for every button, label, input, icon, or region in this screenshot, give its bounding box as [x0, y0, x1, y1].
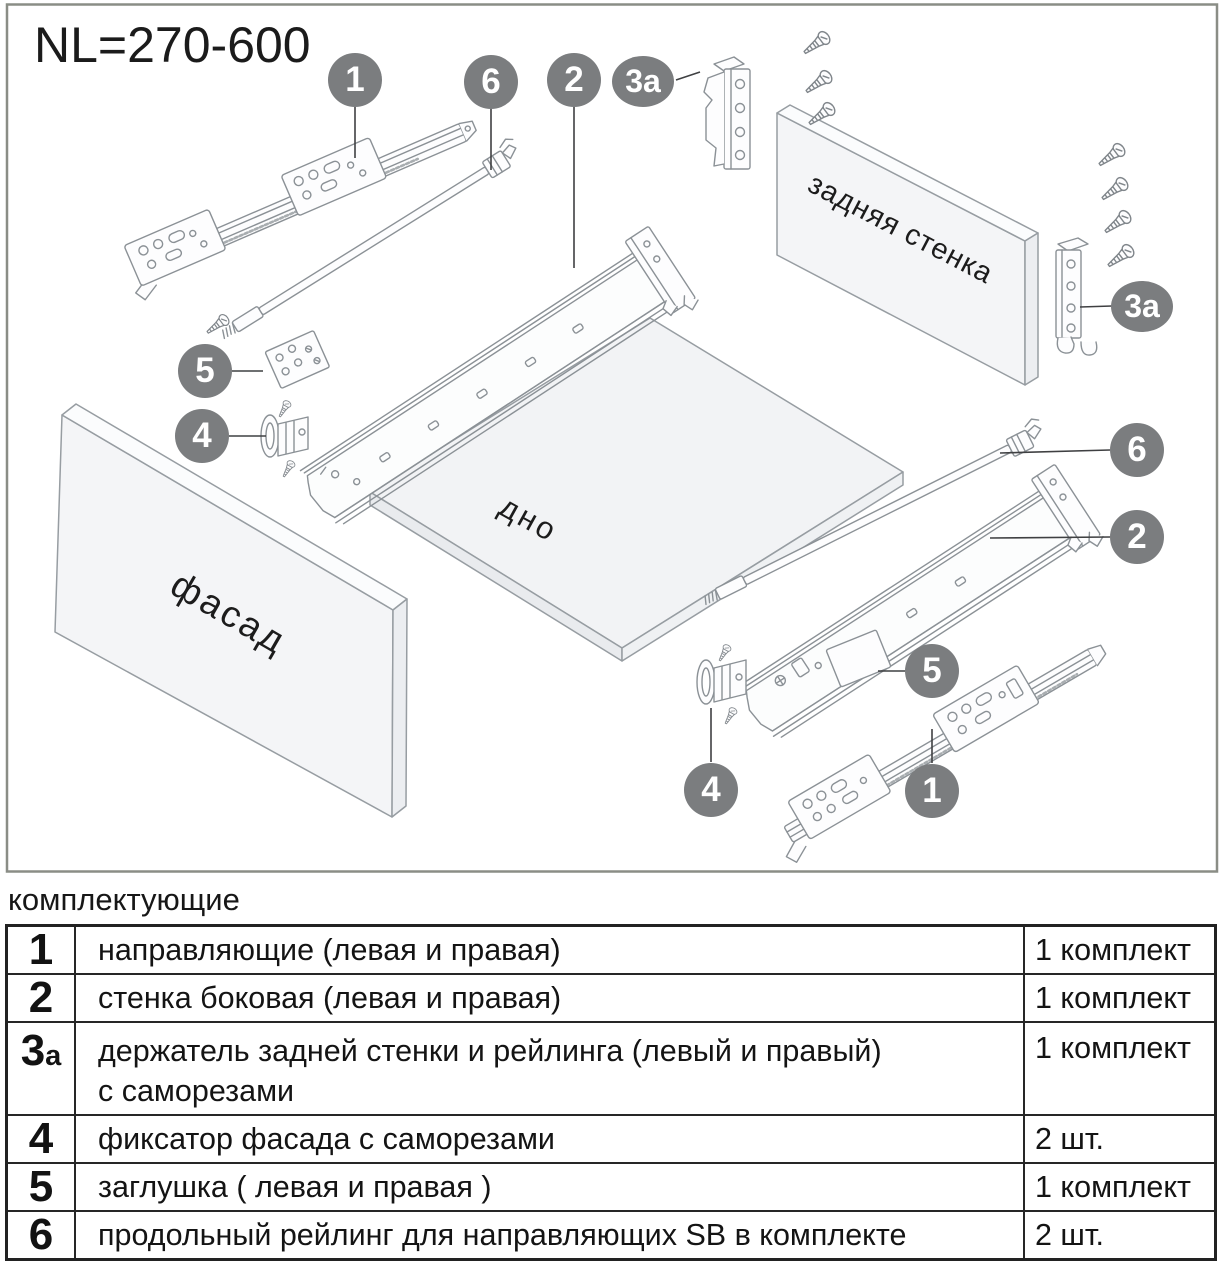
back-wall-panel: задняя стенка — [776, 104, 1039, 386]
table-row: 5 заглушка ( левая и правая ) 1 комплект — [5, 1162, 1217, 1212]
callout-5-left: 5 — [178, 344, 232, 398]
part-desc-cell: держатель задней стенки и рейлинга (левы… — [74, 1021, 1025, 1116]
table-row: 4 фиксатор фасада с саморезами 2 шт. — [5, 1114, 1217, 1164]
part-desc-line: с саморезами — [98, 1074, 295, 1109]
table-row: 6 продольный рейлинг для направляющих SB… — [5, 1210, 1217, 1261]
exploded-diagram: дно фасад задняя стенка — [5, 3, 1219, 873]
part-number-cell: 1 — [5, 924, 76, 975]
part-number-cell: 6 — [5, 1210, 76, 1261]
back-wall-holder-left — [703, 56, 751, 170]
screws-right — [1094, 140, 1137, 272]
callout-label: 6 — [1127, 430, 1147, 469]
part-number-cell: 5 — [5, 1162, 76, 1212]
callout-label: 4 — [701, 770, 721, 809]
slide-rail-left — [124, 120, 477, 301]
slide-rail-right — [784, 644, 1107, 863]
callout-2-right: 2 — [1110, 510, 1164, 564]
part-desc-cell: фиксатор фасада с саморезами — [74, 1114, 1025, 1164]
callout-label: 2 — [564, 60, 584, 99]
rail-rod-right — [704, 418, 1042, 606]
callout-label: 3а — [625, 63, 661, 99]
part-qty-cell: 1 комплект — [1023, 1021, 1217, 1116]
parts-section-label: комплектующие — [8, 882, 240, 917]
part-desc-cell: продольный рейлинг для направляющих SB в… — [74, 1210, 1025, 1261]
callout-3a-top: 3а — [612, 56, 674, 107]
callout-2-top: 2 — [547, 53, 601, 107]
part-number-cell: 2 — [5, 973, 76, 1023]
parts-table: 1 направляющие (левая и правая) 1 компле… — [5, 924, 1217, 1261]
callout-label: 2 — [1127, 517, 1147, 556]
back-wall-holder-right — [1055, 237, 1098, 356]
part-desc-line: держатель задней стенки и рейлинга (левы… — [98, 1034, 882, 1068]
part-qty-cell: 1 комплект — [1023, 973, 1217, 1023]
diagram-frame — [5, 3, 1219, 873]
front-fixator-left — [260, 398, 309, 479]
callout-1-bottom: 1 — [905, 764, 959, 818]
part-qty-cell: 1 комплект — [1023, 924, 1217, 975]
table-row: 3а держатель задней стенки и рейлинга (л… — [5, 1021, 1217, 1116]
callout-4-left: 4 — [175, 409, 229, 463]
callout-label: 4 — [192, 416, 212, 455]
callout-4-bottom: 4 — [684, 763, 738, 817]
side-wall-left — [299, 226, 699, 525]
table-row: 1 направляющие (левая и правая) 1 компле… — [5, 924, 1217, 975]
front-panel: фасад — [54, 403, 408, 818]
part-number-cell: 4 — [5, 1114, 76, 1164]
leader-lines — [229, 71, 1113, 763]
side-wall-right — [738, 464, 1104, 738]
part-desc-cell: стенка боковая (левая и правая) — [74, 973, 1025, 1023]
callout-6-top: 6 — [464, 55, 518, 109]
callout-label: 1 — [922, 771, 942, 810]
table-row: 2 стенка боковая (левая и правая) 1 комп… — [5, 973, 1217, 1023]
cover-plate-right — [825, 629, 892, 688]
diagram-title: NL=270-600 — [34, 17, 311, 73]
rail-rod-top — [222, 138, 517, 340]
part-qty-cell: 1 комплект — [1023, 1162, 1217, 1212]
callout-label: 5 — [195, 351, 215, 390]
callout-label: 3а — [1124, 288, 1160, 324]
callout-5-bottom: 5 — [905, 644, 959, 698]
callout-label: 6 — [481, 62, 501, 101]
cover-plate-left — [264, 330, 330, 389]
callout-label: 5 — [922, 651, 942, 690]
part-qty-cell: 2 шт. — [1023, 1210, 1217, 1261]
part-number-cell: 3а — [5, 1021, 76, 1116]
callout-label: 1 — [345, 60, 365, 99]
callout-1-top: 1 — [328, 53, 382, 107]
callout-6-right: 6 — [1110, 423, 1164, 477]
callout-3a-right: 3а — [1111, 281, 1173, 332]
part-desc-cell: направляющие (левая и правая) — [74, 924, 1025, 975]
front-fixator-right — [696, 642, 747, 726]
part-qty-cell: 2 шт. — [1023, 1114, 1217, 1164]
bottom-panel: дно — [369, 317, 904, 662]
part-desc-cell: заглушка ( левая и правая ) — [74, 1162, 1025, 1212]
